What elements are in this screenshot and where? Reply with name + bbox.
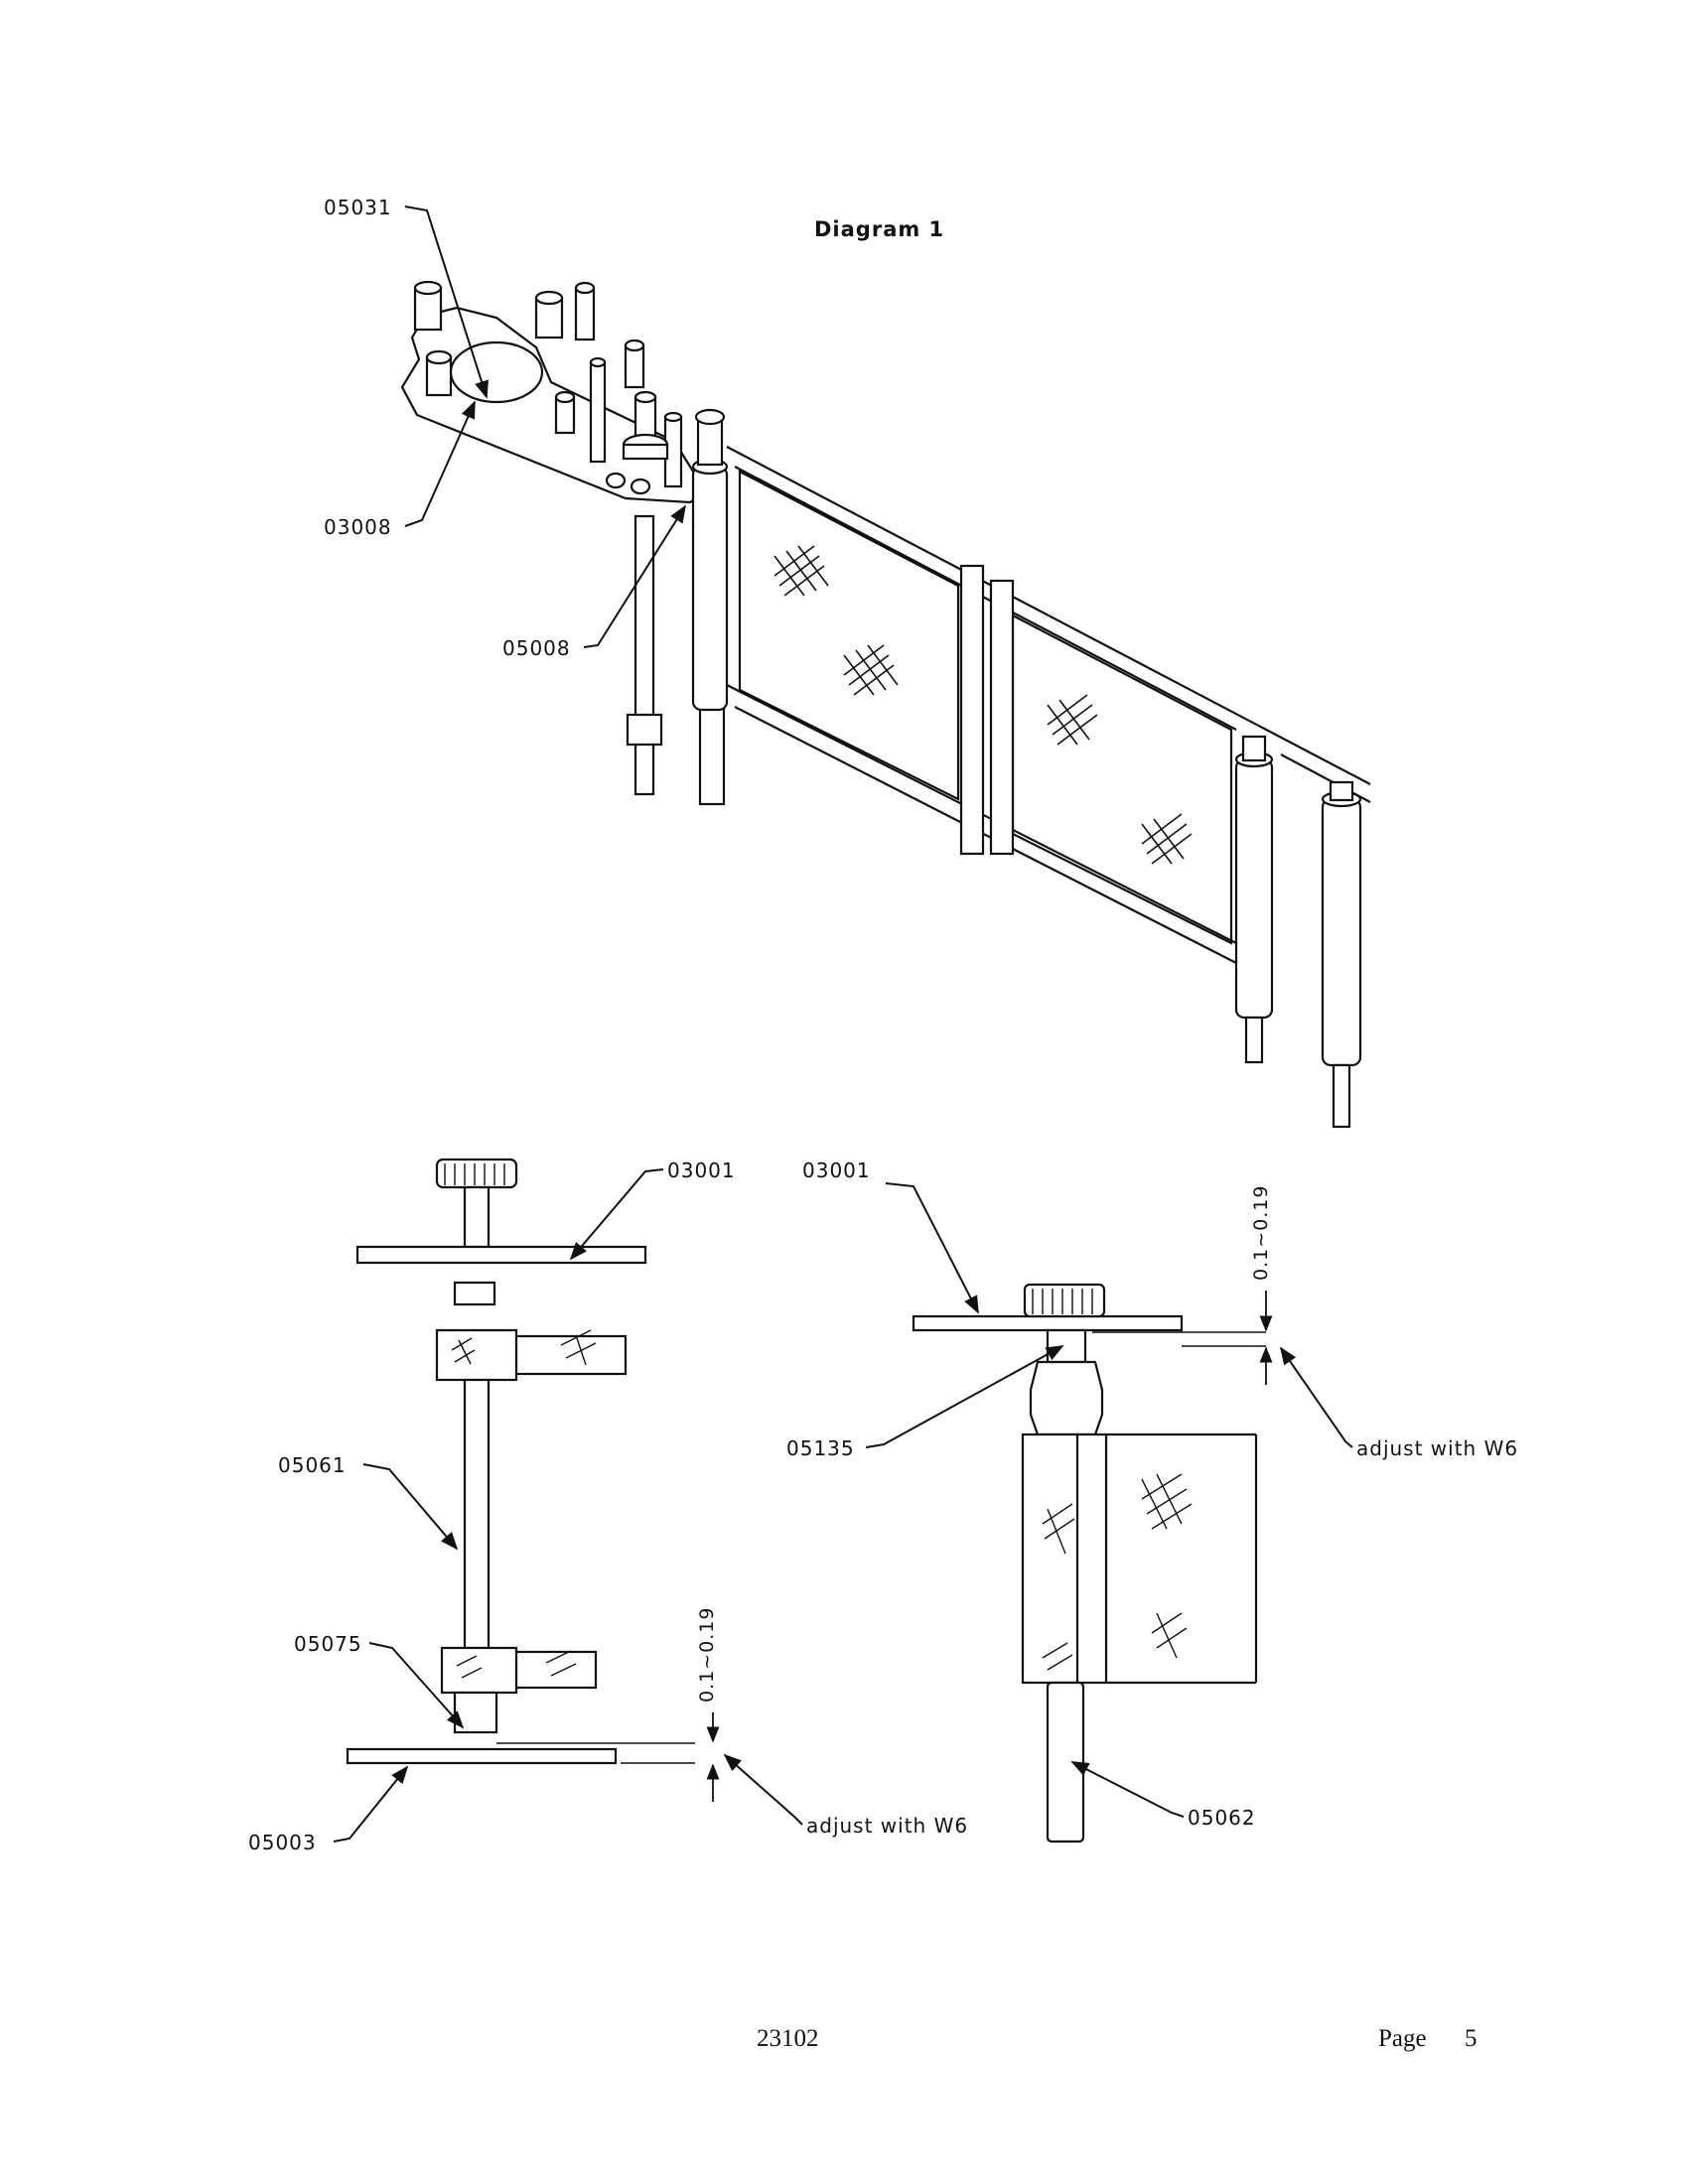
shaft-left: [633, 514, 655, 796]
frame-top-rail: [726, 446, 1371, 803]
clearance-label-right: 0.1~0.19: [1250, 1185, 1272, 1281]
page-label: Page: [1378, 2025, 1427, 2052]
shaft-05062: [1046, 1681, 1085, 1843]
clearance-dimension-right: [1092, 1331, 1266, 1347]
callout-03001-right: 03001: [802, 1159, 871, 1182]
window-panel-left: [738, 470, 960, 801]
glass-panel: [1106, 1433, 1258, 1685]
roller-head: [1029, 1360, 1104, 1436]
diagram-title: Diagram 1: [814, 217, 944, 241]
roller-front-right: [1234, 757, 1274, 1020]
right-elevation: [912, 1283, 1273, 1843]
isometric-assembly: [400, 280, 1371, 1129]
leader-lines: [333, 205, 1353, 1843]
clamp-upper: [435, 1328, 518, 1382]
left-elevation: [346, 1158, 720, 1802]
adjust-note-left: adjust with W6: [806, 1814, 968, 1838]
center-bracket: [959, 564, 985, 856]
callout-05061: 05061: [278, 1453, 347, 1477]
plate-hole-small: [630, 478, 651, 495]
page-number: 5: [1465, 2025, 1477, 2052]
knob-top-right: [1023, 1283, 1106, 1318]
plate-hole-small: [605, 472, 627, 489]
shaft-05061: [463, 1378, 491, 1650]
adjust-note-right: adjust with W6: [1356, 1436, 1518, 1460]
plate-03001-right: [912, 1314, 1184, 1332]
callout-05075: 05075: [294, 1632, 362, 1656]
screw-05135: [1046, 1328, 1087, 1364]
callout-05008: 05008: [502, 636, 571, 660]
callout-03008: 03008: [324, 515, 392, 539]
callout-05003: 05003: [248, 1831, 317, 1854]
roller-body: [1021, 1433, 1108, 1685]
plate-05003: [346, 1747, 618, 1765]
callout-05135: 05135: [786, 1436, 855, 1460]
document-number: 23102: [757, 2025, 819, 2052]
clamp-lower: [440, 1646, 518, 1695]
clearance-label-left: 0.1~0.19: [696, 1607, 718, 1703]
shaft-collar: [626, 713, 663, 747]
window-panel-right: [1011, 614, 1233, 945]
clearance-dimension-left: [496, 1742, 695, 1764]
callout-03001-left: 03001: [667, 1159, 736, 1182]
roller-rear-right: [1321, 797, 1362, 1067]
plate-posts: [413, 280, 683, 488]
callout-05062: 05062: [1188, 1806, 1256, 1830]
shaft-right: [698, 693, 726, 806]
callout-05031: 05031: [324, 196, 392, 219]
glass-hatching: [774, 545, 1193, 865]
roller-front-left: [691, 465, 729, 712]
plate-03001-left: [355, 1245, 647, 1265]
